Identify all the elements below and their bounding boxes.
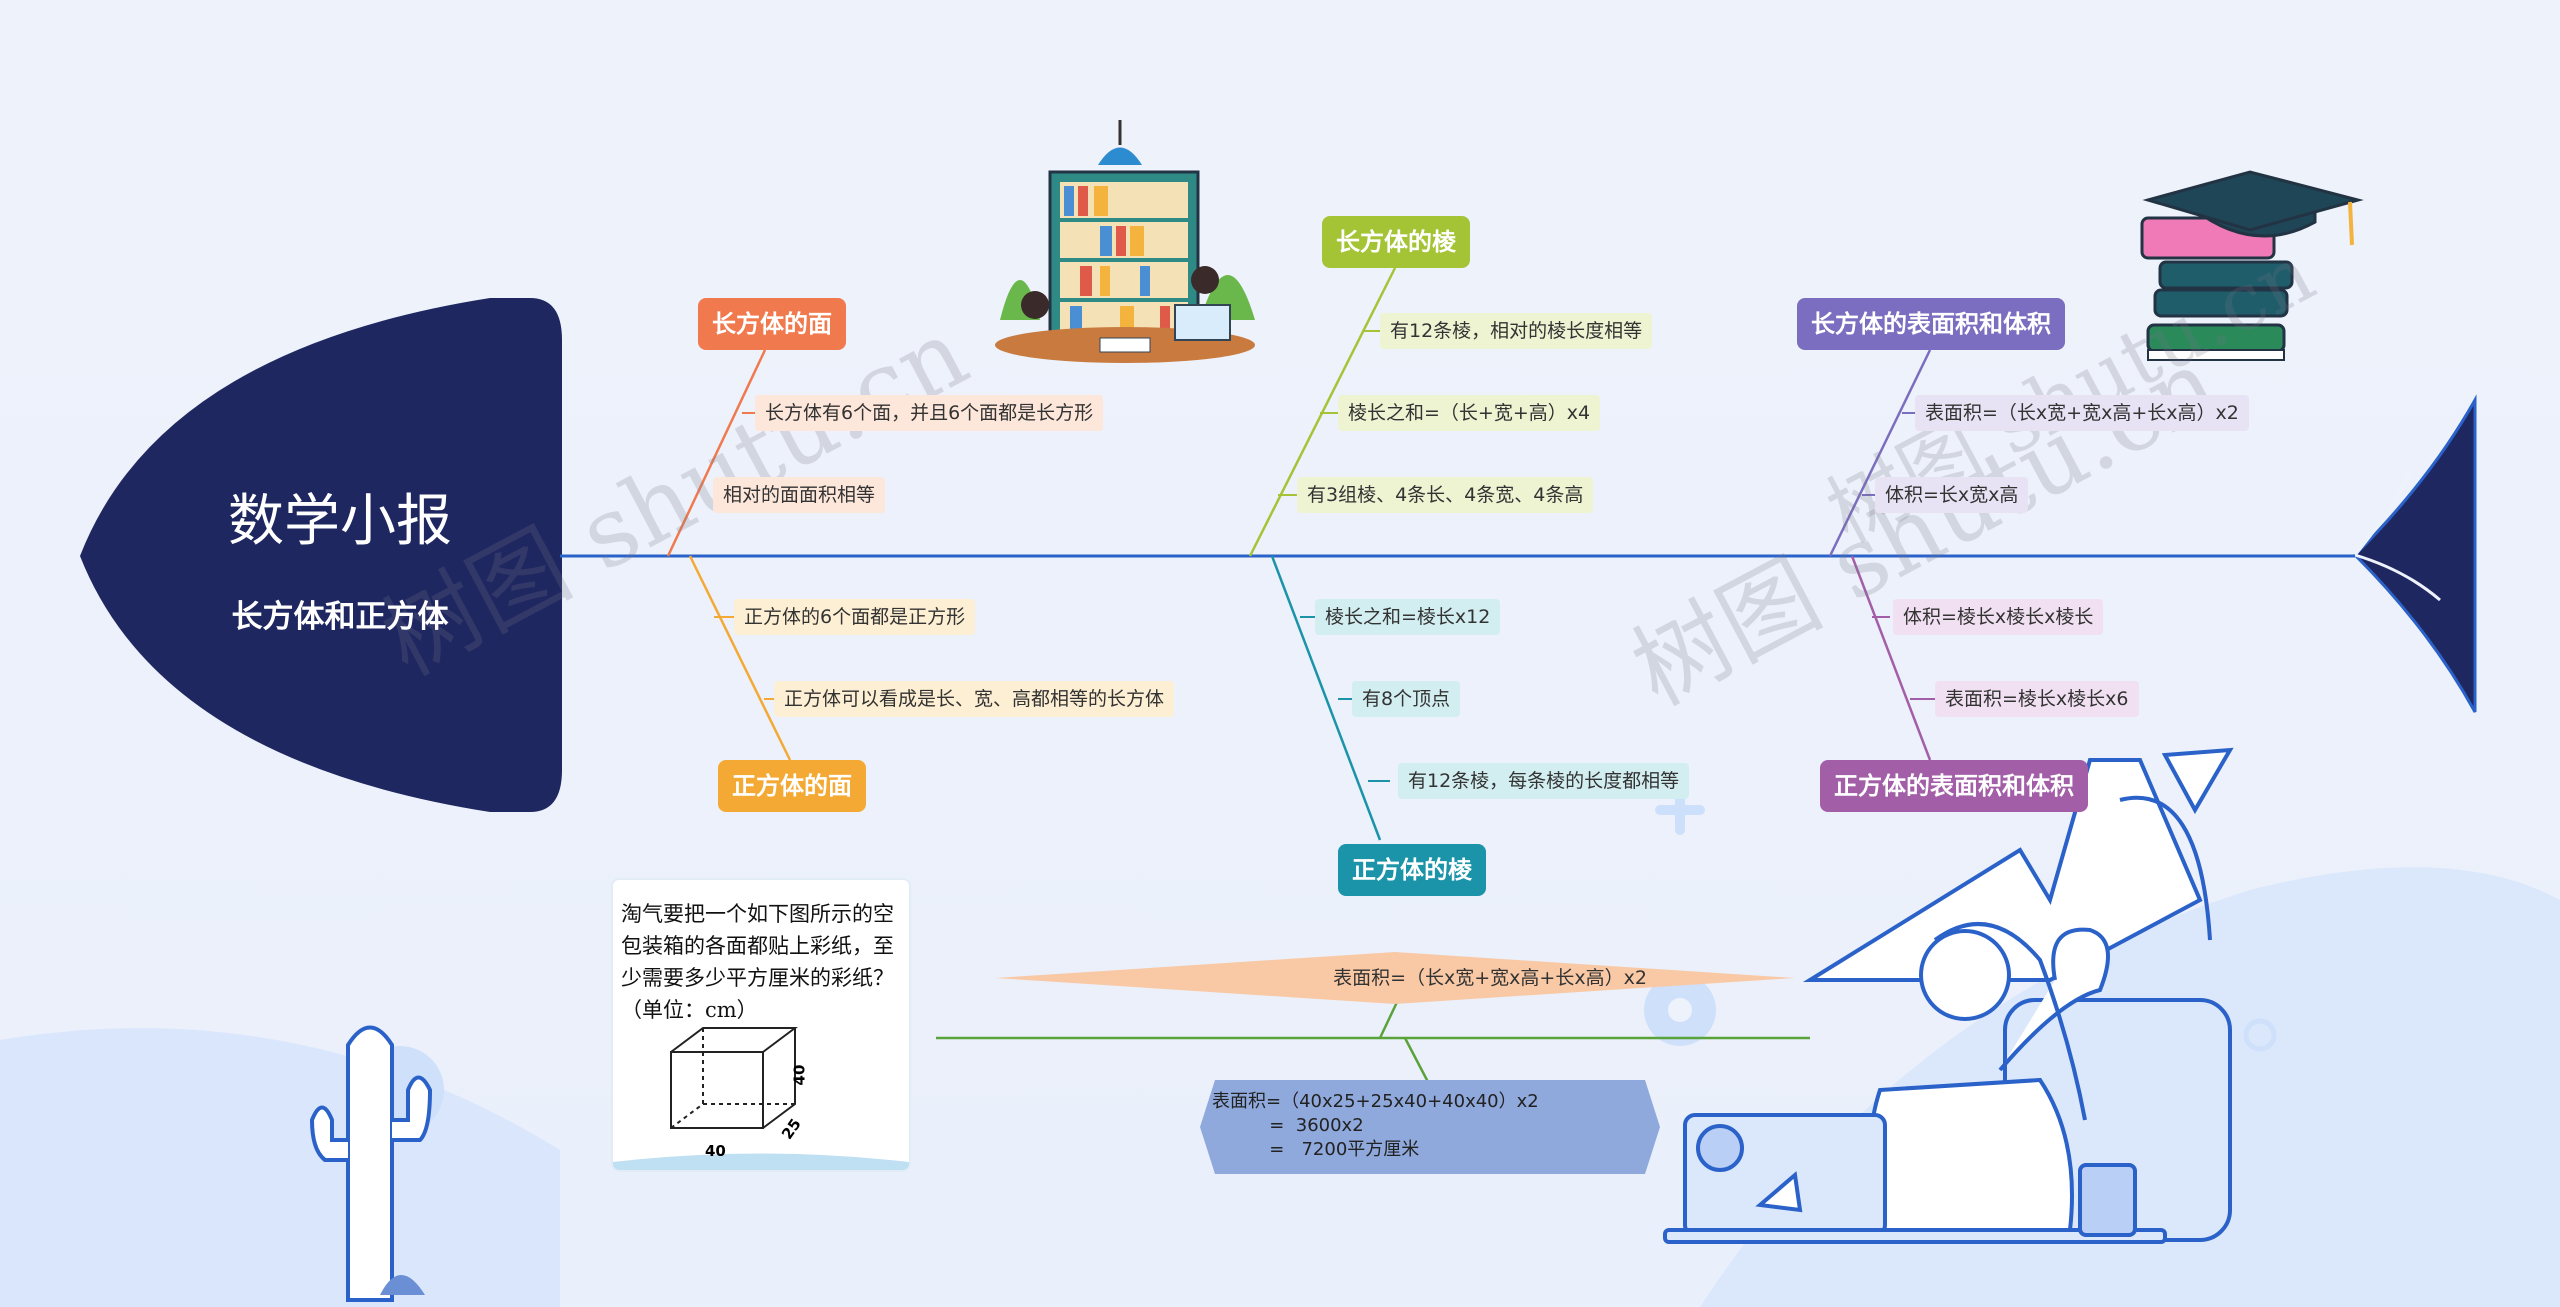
- topic-face-cube[interactable]: 正方体的面: [718, 760, 866, 812]
- calc-text: 表面积=（40x25+25x40+40x40）x2 = 3600x2 = 720…: [1212, 1091, 1539, 1160]
- formula-diamond: [995, 952, 1795, 1004]
- leaf-face-cuboid-2[interactable]: 相对的面面积相等: [713, 477, 886, 513]
- leaf-area-cube-2[interactable]: 表面积=棱长x棱长x6: [1935, 681, 2139, 717]
- topic-area-cube[interactable]: 正方体的表面积和体积: [1820, 760, 2088, 812]
- leaf-edge-cube-3[interactable]: 有12条棱，每条棱的长度都相等: [1398, 763, 1690, 799]
- leaf-edge-cuboid-2[interactable]: 棱长之和=（长+宽+高）x4: [1338, 395, 1601, 431]
- calc-box: [1200, 1080, 1660, 1174]
- leaf-edge-cube-2[interactable]: 有8个顶点: [1352, 681, 1461, 717]
- topic-edge-cuboid[interactable]: 长方体的棱: [1322, 216, 1470, 268]
- fish-tail: [2352, 394, 2477, 713]
- bg-blob-left: [0, 1028, 560, 1307]
- leaf-face-cube-2[interactable]: 正方体可以看成是长、宽、高都相等的长方体: [774, 681, 1175, 717]
- problem-card: 淘气要把一个如下图所示的空包装箱的各面都贴上彩纸，至少需要多少平方厘米的彩纸？（…: [613, 880, 909, 1170]
- leaf-area-cuboid-2[interactable]: 体积=长x宽x高: [1875, 477, 2029, 513]
- cactus-illustration: [309, 1025, 433, 1302]
- leaf-edge-cuboid-1[interactable]: 有12条棱，相对的棱长度相等: [1380, 313, 1653, 349]
- woman-laptop-illustration: [1663, 747, 2234, 1244]
- formula-text[interactable]: 表面积=（长x宽+宽x高+长x高）x2: [1333, 967, 1647, 989]
- leaf-face-cuboid-1[interactable]: 长方体有6个面，并且6个面都是长方形: [755, 395, 1104, 431]
- dim-width: 40: [705, 1142, 726, 1160]
- problem-text: 淘气要把一个如下图所示的空包装箱的各面都贴上彩纸，至少需要多少平方厘米的彩纸？（…: [621, 902, 894, 1022]
- box-figure: [613, 1027, 909, 1170]
- calc-node[interactable]: 表面积=（40x25+25x40+40x40）x2 = 3600x2 = 720…: [1200, 1082, 1640, 1174]
- topic-area-cuboid[interactable]: 长方体的表面积和体积: [1797, 298, 2065, 350]
- leaf-edge-cube-1[interactable]: 棱长之和=棱长x12: [1315, 599, 1501, 635]
- leaf-face-cube-1[interactable]: 正方体的6个面都是正方形: [734, 599, 976, 635]
- fish-head-title: 数学小报 长方体和正方体: [80, 298, 560, 813]
- dim-height: 40: [790, 1064, 809, 1086]
- leaf-area-cuboid-1[interactable]: 表面积=（长x宽+宽x高+长x高）x2: [1915, 395, 2249, 431]
- main-title: 数学小报: [228, 488, 452, 554]
- topic-face-cuboid[interactable]: 长方体的面: [698, 298, 846, 350]
- fish-head: [80, 298, 562, 812]
- topic-edge-cube[interactable]: 正方体的棱: [1338, 844, 1486, 896]
- leaf-edge-cuboid-3[interactable]: 有3组棱、4条长、4条宽、4条高: [1297, 477, 1594, 513]
- subtitle: 长方体和正方体: [231, 598, 449, 635]
- leaf-area-cube-1[interactable]: 体积=棱长x棱长x棱长: [1893, 599, 2104, 635]
- books-cap-illustration: [2140, 170, 2364, 361]
- bookshelf-illustration: [995, 120, 1255, 363]
